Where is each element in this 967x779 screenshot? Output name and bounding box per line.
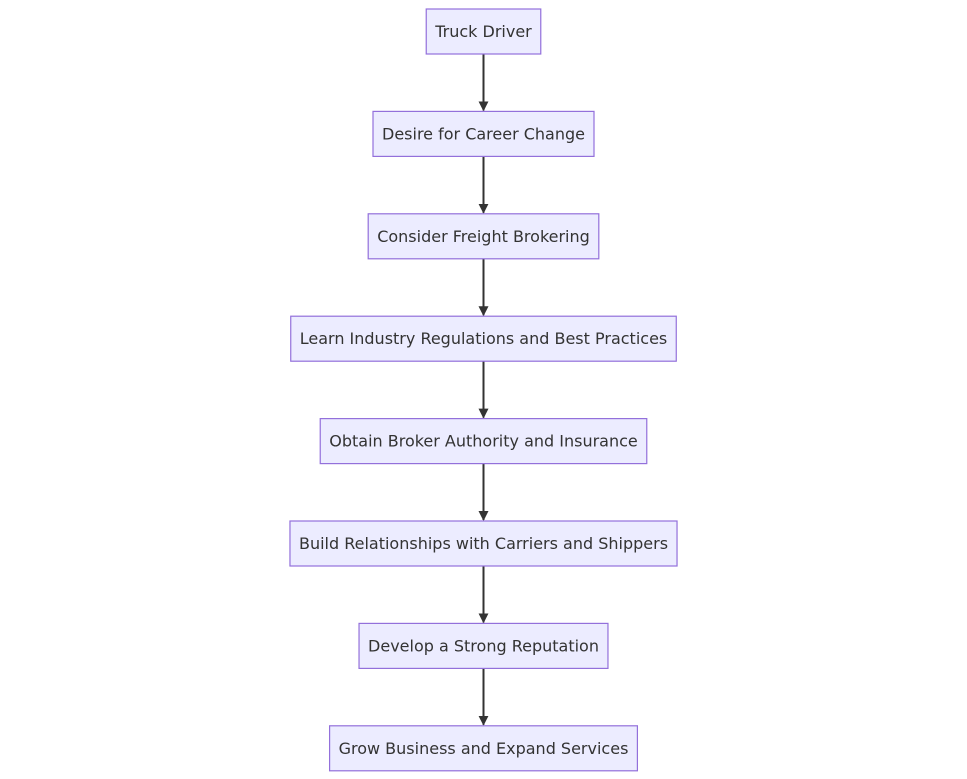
node-b: Desire for Career Change (372, 110, 595, 158)
node-box (319, 418, 648, 465)
node-box (372, 110, 595, 158)
node-label: Obtain Broker Authority and Insurance (329, 432, 638, 451)
node-label: Develop a Strong Reputation (368, 636, 599, 655)
node-box (290, 315, 677, 362)
node-g: Develop a Strong Reputation (358, 622, 609, 670)
node-c: Consider Freight Brokering (367, 213, 600, 260)
node-box (367, 213, 600, 260)
node-label: Consider Freight Brokering (377, 227, 590, 246)
node-a: Truck Driver (425, 8, 542, 55)
node-d: Learn Industry Regulations and Best Prac… (290, 315, 677, 362)
node-f: Build Relationships with Carriers and Sh… (289, 520, 678, 567)
node-e: Obtain Broker Authority and Insurance (319, 418, 648, 465)
node-label: Build Relationships with Carriers and Sh… (299, 534, 668, 553)
node-box (328, 725, 639, 772)
node-h: Grow Business and Expand Services (328, 725, 639, 772)
node-label: Learn Industry Regulations and Best Prac… (300, 329, 668, 348)
node-box (289, 520, 678, 567)
node-label: Desire for Career Change (382, 124, 585, 143)
node-box (358, 622, 609, 670)
node-label: Truck Driver (434, 22, 532, 41)
node-label: Grow Business and Expand Services (339, 739, 629, 758)
node-box (425, 8, 542, 55)
